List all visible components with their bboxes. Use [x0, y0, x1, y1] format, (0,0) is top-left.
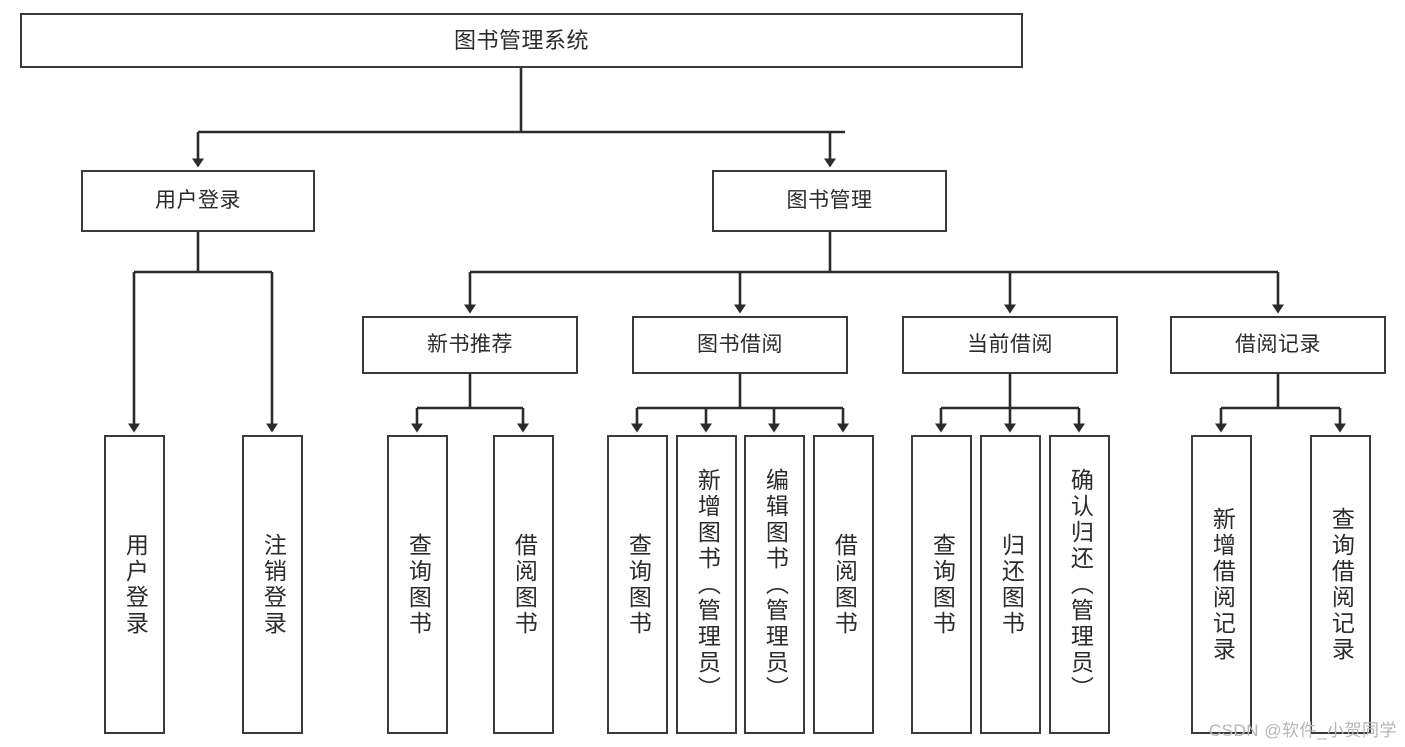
leaf-borrow-book-2[interactable]: 借阅图书 [813, 435, 874, 734]
node-current-borrow-label: 当前借阅 [967, 332, 1053, 356]
node-book-borrow-label: 图书借阅 [697, 332, 783, 356]
node-new-book-recommend-label: 新书推荐 [427, 332, 513, 356]
node-root-label: 图书管理系统 [453, 27, 589, 53]
leaf-user-login[interactable]: 用户登录 [104, 435, 165, 734]
leaf-borrow-book-1[interactable]: 借阅图书 [493, 435, 554, 734]
leaf-query-borrow-record[interactable]: 查询借阅记录 [1310, 435, 1371, 734]
node-new-book-recommend[interactable]: 新书推荐 [362, 316, 578, 374]
node-book-management[interactable]: 图书管理 [712, 170, 947, 232]
leaf-add-book[interactable]: 新增图书（管理员） [676, 435, 737, 734]
leaf-query-book-3-label: 查询图书 [929, 532, 956, 637]
leaf-query-book-2[interactable]: 查询图书 [607, 435, 668, 734]
leaf-add-borrow-record[interactable]: 新增借阅记录 [1191, 435, 1252, 734]
node-user-login[interactable]: 用户登录 [81, 170, 315, 232]
leaf-confirm-return[interactable]: 确认归还（管理员） [1049, 435, 1110, 734]
leaf-return-book[interactable]: 归还图书 [980, 435, 1041, 734]
leaf-logout-login[interactable]: 注销登录 [242, 435, 303, 734]
leaf-borrow-book-1-label: 借阅图书 [511, 532, 538, 637]
node-book-borrow[interactable]: 图书借阅 [632, 316, 848, 374]
leaf-query-book-2-label: 查询图书 [625, 532, 652, 637]
leaf-confirm-return-label: 确认归还（管理员） [1067, 467, 1094, 702]
leaf-query-book-1-label: 查询图书 [405, 532, 432, 637]
node-user-login-label: 用户登录 [155, 188, 241, 212]
leaf-add-borrow-record-label: 新增借阅记录 [1209, 506, 1236, 663]
node-root[interactable]: 图书管理系统 [20, 13, 1023, 68]
node-current-borrow[interactable]: 当前借阅 [902, 316, 1118, 374]
node-borrow-record-label: 借阅记录 [1235, 332, 1321, 356]
leaf-edit-book[interactable]: 编辑图书（管理员） [744, 435, 805, 734]
node-book-management-label: 图书管理 [786, 188, 873, 212]
leaf-edit-book-label: 编辑图书（管理员） [762, 467, 789, 702]
leaf-query-book-1[interactable]: 查询图书 [387, 435, 448, 734]
leaf-return-book-label: 归还图书 [998, 532, 1025, 637]
node-borrow-record[interactable]: 借阅记录 [1170, 316, 1386, 374]
leaf-logout-login-label: 注销登录 [260, 532, 287, 637]
leaf-user-login-label: 用户登录 [122, 532, 149, 637]
leaf-query-book-3[interactable]: 查询图书 [911, 435, 972, 734]
leaf-query-borrow-record-label: 查询借阅记录 [1328, 506, 1355, 663]
leaf-add-book-label: 新增图书（管理员） [694, 467, 721, 702]
leaf-borrow-book-2-label: 借阅图书 [831, 532, 858, 637]
